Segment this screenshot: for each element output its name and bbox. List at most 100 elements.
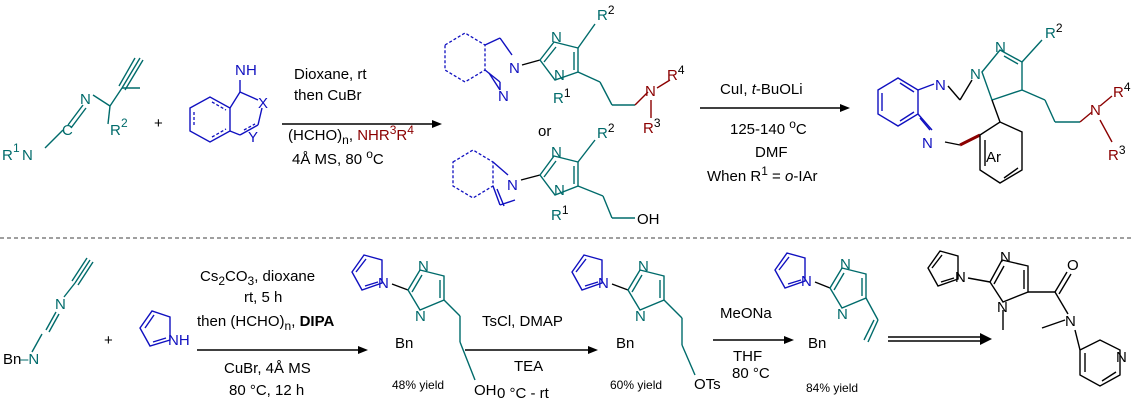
bp1-im-n1: N — [415, 308, 426, 325]
bcond1-line3: then (HCHO)n, DIPA — [197, 313, 334, 333]
azole-nh-n: N — [235, 62, 246, 79]
bp4-im-n1: N — [997, 299, 1008, 316]
azole-x: X — [258, 95, 268, 112]
r2-label: R — [110, 122, 121, 139]
product3-r2: R2 — [1045, 21, 1063, 42]
bp2-pz-n: N — [598, 275, 609, 292]
product1-r2: R2 — [597, 3, 615, 24]
top-product-alcohol: N N N R2 R1 OH — [452, 121, 660, 228]
bcond1-line4: CuBr, 4Å MS — [224, 360, 311, 377]
bp4-pz-n: N — [955, 269, 966, 286]
top-conditions-2: CuI, t-BuOLi 125-140 oC DMF When R1 = o-… — [707, 81, 818, 185]
bp2-im-n: N — [638, 258, 649, 275]
bottom-product-amide: N N N O N N — [927, 249, 1127, 387]
bottom-reactant-pyrazole: NH — [139, 310, 190, 349]
top-reactant-carbodiimide: R 1 N C N R 2 — [2, 57, 144, 164]
bp4-amide-n: N — [1065, 313, 1076, 330]
bp3-im-n1: N — [837, 306, 848, 323]
product2-im-n: N — [551, 144, 562, 161]
bcond1-line1: Cs2CO3, dioxane — [200, 268, 315, 288]
bottom-n-label-2: N — [55, 296, 66, 313]
n-atom-right: N — [80, 91, 91, 108]
n-atom-left: N — [22, 147, 33, 164]
product2-im-n1: N — [554, 182, 565, 199]
cond1-line4: 4Å MS, 80 oC — [292, 147, 384, 168]
bottom-conditions-3: MeONa THF 80 °C — [720, 305, 772, 382]
bottom-conditions-2: TsCl, DMAP TEA 0 °C - rt — [482, 313, 563, 402]
bp3-pz-n: N — [801, 273, 812, 290]
product2-r2: R2 — [597, 121, 615, 142]
product1-r3: R3 — [643, 116, 661, 137]
c-atom: C — [62, 122, 73, 139]
bcond2-line2: TEA — [514, 358, 543, 375]
bottom-product-alcohol: N N N Bn OH 48% yield — [351, 254, 497, 399]
bottom-reactant-carbodiimide: Bn –N N — [3, 257, 94, 368]
bp1-bn: Bn — [395, 335, 413, 352]
product2-r1: R1 — [551, 203, 569, 224]
bp1-yield: 48% yield — [392, 378, 444, 392]
top-conditions-1: Dioxane, rt then CuBr (HCHO)n, NHR3R4 4Å… — [288, 66, 414, 168]
bp3-im-n: N — [840, 256, 851, 273]
product1-n: N — [645, 83, 656, 100]
top-plus-sign: + — [154, 115, 163, 132]
product2-n: N — [507, 177, 518, 194]
product3-n-b: N — [922, 135, 933, 152]
cond1-line1: Dioxane, rt — [294, 66, 367, 83]
bcond2-line1: TsCl, DMAP — [482, 313, 563, 330]
bcond3-line3: 80 °C — [732, 365, 770, 382]
product1-im-n1: N — [554, 67, 565, 84]
bp1-oh: OH — [474, 382, 497, 399]
top-reactant-azole: N H X Y — [189, 62, 268, 146]
bottom-conditions-1: Cs2CO3, dioxane rt, 5 h then (HCHO)n, DI… — [197, 268, 334, 399]
bottom-product-vinyl: N N N Bn 84% yield — [774, 252, 879, 395]
bcond3-line1: MeONa — [720, 305, 772, 322]
product1-im-n: N — [551, 29, 562, 46]
bcond1-line5: 80 °C, 12 h — [229, 382, 304, 399]
bp4-o: O — [1067, 257, 1079, 274]
product3-r3: R3 — [1108, 143, 1126, 164]
top-product-polycycle: N N N N R2 N R4 R3 Ar — [877, 21, 1131, 184]
bp1-im-n: N — [418, 258, 429, 275]
bcond1-line2: rt, 5 h — [244, 289, 282, 306]
bp2-im-n1: N — [635, 308, 646, 325]
bp3-bn: Bn — [808, 335, 826, 352]
r1-superscript: 1 — [13, 141, 20, 155]
cond2-line4: When R1 = o-IAr — [707, 164, 818, 185]
r1-label: R — [2, 147, 13, 164]
product3-r4: R4 — [1113, 80, 1131, 101]
bottom-n-label: –N — [20, 351, 39, 368]
cond2-line2: 125-140 oC — [730, 117, 807, 138]
bp1-pz-n: N — [378, 275, 389, 292]
azole-nh-h: H — [246, 62, 257, 79]
bp2-ots: OTs — [694, 376, 721, 393]
bp2-bn: Bn — [616, 335, 634, 352]
r2-superscript: 2 — [121, 116, 128, 130]
azole-y: Y — [248, 129, 258, 146]
bottom-plus-sign: + — [104, 332, 113, 349]
product3-ar: Ar — [986, 149, 1001, 166]
product2-oh: OH — [637, 211, 660, 228]
product3-n-d: N — [995, 39, 1006, 56]
cond1-line3: (HCHO)n, NHR3R4 — [288, 123, 414, 147]
bp3-yield: 84% yield — [806, 381, 858, 395]
bcond2-line3: 0 °C - rt — [497, 385, 550, 402]
product1-r4: R4 — [667, 63, 685, 84]
pyrazole-nh: NH — [168, 332, 190, 349]
product3-n-c: N — [970, 66, 981, 83]
product3-n-a: N — [935, 77, 946, 94]
product1-bzim-n: N — [498, 88, 509, 105]
bp4-py-n: N — [1116, 349, 1127, 366]
bcond3-line2: THF — [733, 348, 762, 365]
product3-n: N — [1090, 102, 1101, 119]
cond2-line1: CuI, t-BuOLi — [720, 81, 803, 98]
bottom-bn-label: Bn — [3, 351, 21, 368]
product1-r1: R1 — [553, 86, 571, 107]
bp4-im-n: N — [1000, 249, 1011, 266]
cond2-line3: DMF — [755, 144, 788, 161]
bottom-product-tosylate: N N N Bn OTs 60% yield — [571, 254, 721, 393]
bp2-yield: 60% yield — [610, 378, 662, 392]
cond1-line2: then CuBr — [294, 87, 362, 104]
product1-bzim-n1: N — [509, 60, 520, 77]
